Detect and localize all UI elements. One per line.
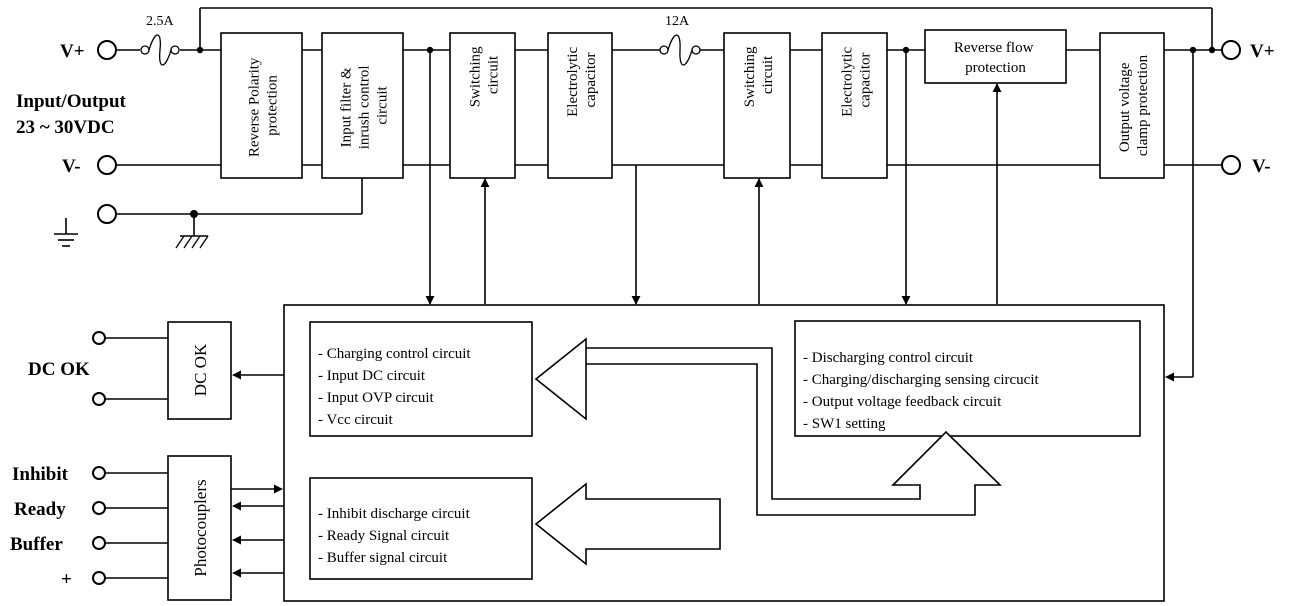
- terminal-ground: [97, 204, 117, 224]
- block-input-filter-label: Input filter & inrush control circuit: [339, 62, 391, 150]
- block-electrolytic-2-label: Electrolytic capacitor: [840, 43, 874, 117]
- block-reverse-flow: [924, 29, 1067, 84]
- photocoupler-wiring: [104, 472, 168, 579]
- io-voltage-range: 23 ~ 30VDC: [16, 117, 115, 138]
- chassis-ground-icon: [175, 235, 209, 249]
- block-switching-1-label: Switching circuit: [468, 43, 502, 108]
- label-inhibit: Inhibit: [12, 464, 69, 485]
- fuse-mid-icon: [659, 34, 701, 66]
- block-switching-2: [723, 32, 791, 179]
- internal-arrow-to-charging: [534, 337, 1002, 516]
- block-electrolytic-2: [821, 32, 888, 179]
- label-vplus-right: V+: [1250, 41, 1275, 62]
- inhibit-circuit-list: - Inhibit discharge circuit - Ready Sign…: [318, 506, 474, 566]
- terminal-vplus-right: [1221, 40, 1241, 60]
- block-electrolytic-1: [547, 32, 613, 179]
- block-switching-2-label: Switching circuit: [742, 43, 776, 108]
- label-vminus-left: V-: [62, 156, 81, 177]
- block-dc-ok-label: DC OK: [191, 343, 210, 396]
- block-photocouplers: [167, 455, 232, 601]
- fuse-mid-rating: 12A: [665, 14, 690, 29]
- block-photocouplers-label: Photocouplers: [191, 479, 210, 576]
- block-dc-ok: [167, 321, 232, 420]
- label-plus: +: [61, 569, 72, 590]
- label-vplus-left: V+: [60, 41, 85, 62]
- terminal-vminus-right: [1221, 155, 1241, 175]
- charging-control-list: - Charging control circuit - Input DC ci…: [318, 346, 474, 428]
- label-ready: Ready: [14, 499, 66, 520]
- io-title: Input/Output: [16, 91, 127, 112]
- terminal-inhibit: [92, 466, 106, 480]
- label-vminus-right: V-: [1252, 156, 1271, 177]
- terminal-dc-ok-2: [92, 392, 106, 406]
- terminal-vplus-left: [97, 40, 117, 60]
- block-output-clamp-label: Output voltage clamp protection: [1117, 54, 1151, 156]
- fuse-input-rating: 2.5A: [146, 14, 175, 29]
- terminal-vminus-left: [97, 155, 117, 175]
- charging-control-box: [309, 321, 533, 437]
- discharging-control-list: - Discharging control circuit - Charging…: [803, 350, 1042, 432]
- block-input-filter: [321, 32, 404, 179]
- terminal-dc-ok-1: [92, 331, 106, 345]
- block-reverse-polarity: [220, 32, 303, 179]
- internal-arrow-to-inhibit: [534, 482, 721, 566]
- block-electrolytic-1-label: Electrolytic capacitor: [565, 43, 599, 117]
- terminal-buffer: [92, 536, 106, 550]
- block-reverse-polarity-label: Reverse Polarity protection: [247, 54, 281, 157]
- block-switching-1: [449, 32, 516, 179]
- label-dc-ok: DC OK: [28, 359, 90, 380]
- control-signal-arrows: [425, 50, 1194, 382]
- discharging-control-box: [794, 320, 1141, 437]
- block-reverse-flow-label: Reverse flow protection: [954, 40, 1037, 76]
- label-buffer: Buffer: [10, 534, 63, 555]
- dc-ok-wiring: [104, 337, 168, 400]
- photocoupler-arrows: [231, 484, 284, 578]
- inhibit-circuit-box: [309, 477, 533, 580]
- fuse-input-icon: [140, 34, 180, 66]
- block-output-clamp: [1099, 32, 1165, 179]
- terminal-plus: [92, 571, 106, 585]
- terminal-ready: [92, 501, 106, 515]
- earth-ground-icon: [54, 218, 78, 247]
